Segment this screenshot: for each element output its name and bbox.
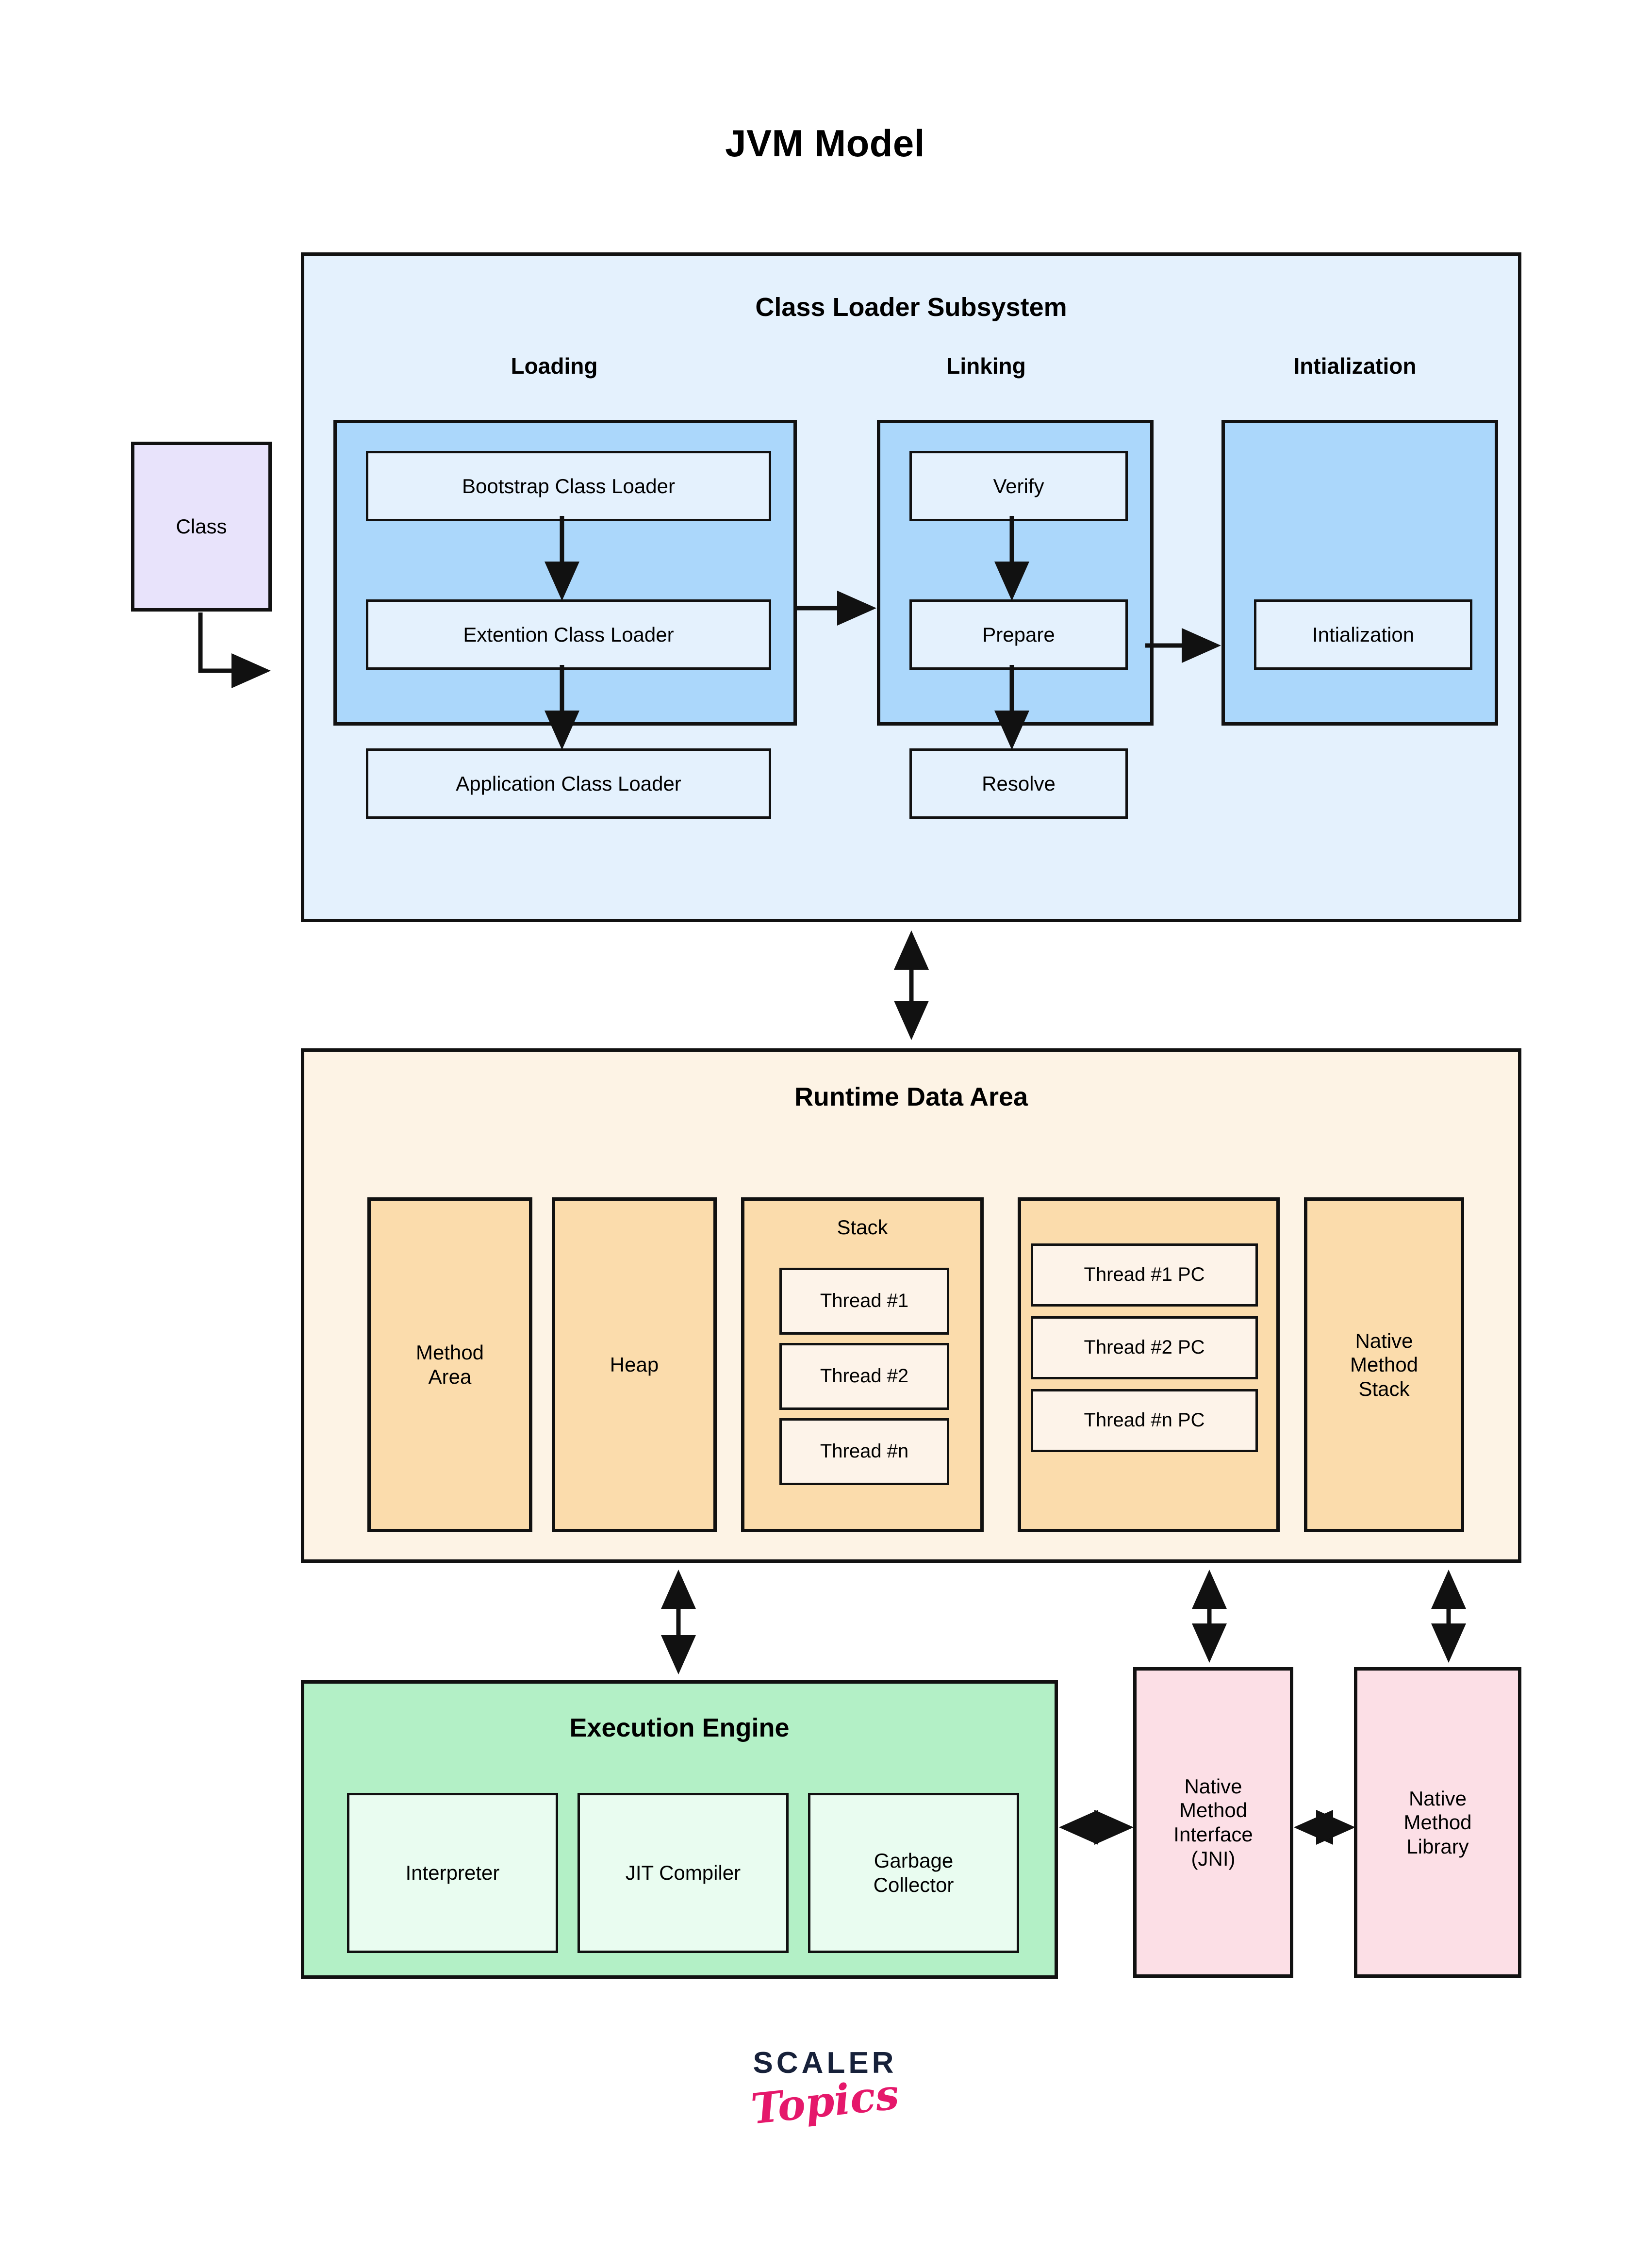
- linking-resolve-label: Resolve: [982, 772, 1056, 795]
- logo-topics-text: Topics: [749, 2069, 901, 2134]
- linking-prepare: Prepare: [909, 599, 1128, 670]
- loader-extention-label: Extention Class Loader: [463, 623, 674, 646]
- arrow-class-to-subsystem: [198, 613, 271, 688]
- execution-engine-garbage-collector-label: Garbage Collector: [873, 1849, 954, 1896]
- loader-application: Application Class Loader: [366, 748, 771, 819]
- linking-verify-label: Verify: [993, 474, 1044, 497]
- execution-engine-jit-compiler: JIT Compiler: [578, 1793, 789, 1953]
- phase-title-linking: Linking: [946, 353, 1026, 379]
- page-title: JVM Model: [725, 122, 925, 165]
- pc-register-thread-2: Thread #2 PC: [1031, 1316, 1258, 1379]
- initialization-box: Intialization: [1254, 599, 1472, 670]
- linking-resolve: Resolve: [909, 748, 1128, 819]
- loader-bootstrap: Bootstrap Class Loader: [366, 451, 771, 521]
- initialization-box-label: Intialization: [1312, 623, 1415, 646]
- runtime-column-native-method-stack: Native Method Stack: [1304, 1197, 1464, 1532]
- pc-register-thread-1-label: Thread #1 PC: [1084, 1264, 1205, 1286]
- runtime-column-heap-label: Heap: [610, 1353, 659, 1376]
- loader-application-label: Application Class Loader: [456, 772, 681, 795]
- stack-thread-2: Thread #2: [779, 1343, 949, 1410]
- pc-register-thread-1: Thread #1 PC: [1031, 1243, 1258, 1307]
- native-method-interface-box: Native Method Interface (JNI): [1133, 1667, 1293, 1978]
- logo-scaler-text: SCALER: [753, 2046, 897, 2080]
- phase-group-loading: Bootstrap Class Loader Extention Class L…: [333, 420, 797, 819]
- phase-group-linking: Verify Prepare Resolve: [877, 420, 1154, 819]
- execution-engine-heading: Execution Engine: [569, 1713, 790, 1742]
- runtime-column-method-area: Method Area: [367, 1197, 532, 1532]
- runtime-data-area-heading: Runtime Data Area: [794, 1082, 1028, 1111]
- phase-title-initialization: Intialization: [1293, 353, 1417, 379]
- runtime-column-heap: Heap: [552, 1197, 717, 1532]
- class-input-label: Class: [176, 515, 227, 538]
- loader-extention: Extention Class Loader: [366, 599, 771, 670]
- runtime-column-method-area-label: Method Area: [415, 1341, 484, 1388]
- phase-group-initialization: Intialization: [1221, 420, 1498, 726]
- native-method-library-label: Native Method Library: [1403, 1787, 1472, 1858]
- loader-bootstrap-label: Bootstrap Class Loader: [462, 474, 675, 497]
- class-loader-subsystem-heading: Class Loader Subsystem: [755, 293, 1067, 322]
- class-loader-subsystem-panel: Class Loader Subsystem Loading Bootstrap…: [301, 252, 1521, 922]
- execution-engine-interpreter-label: Interpreter: [405, 1861, 500, 1885]
- runtime-column-native-method-stack-label: Native Method Stack: [1350, 1329, 1419, 1400]
- linking-verify: Verify: [909, 451, 1128, 521]
- runtime-column-stack-label: Stack: [837, 1216, 888, 1239]
- execution-engine-interpreter: Interpreter: [347, 1793, 558, 1953]
- scaler-topics-logo: SCALER Topics: [0, 2046, 1650, 2134]
- runtime-column-stack: Stack Thread #1 Thread #2 Thread #n: [741, 1197, 984, 1532]
- runtime-data-area-panel: Runtime Data Area Method Area Heap Stack…: [301, 1048, 1521, 1563]
- pc-register-thread-2-label: Thread #2 PC: [1084, 1337, 1205, 1358]
- native-method-interface-label: Native Method Interface (JNI): [1173, 1774, 1253, 1870]
- execution-engine-garbage-collector: Garbage Collector: [808, 1793, 1019, 1953]
- execution-engine-panel: Execution Engine Interpreter JIT Compile…: [301, 1680, 1058, 1979]
- stack-thread-1: Thread #1: [779, 1268, 949, 1335]
- native-method-library-box: Native Method Library: [1354, 1667, 1521, 1978]
- pc-register-thread-n-label: Thread #n PC: [1084, 1409, 1205, 1431]
- stack-thread-n-label: Thread #n: [820, 1440, 909, 1462]
- stack-thread-2-label: Thread #2: [820, 1365, 909, 1387]
- phase-title-loading: Loading: [511, 353, 598, 379]
- stack-thread-n: Thread #n: [779, 1418, 949, 1485]
- pc-register-thread-n: Thread #n PC: [1031, 1389, 1258, 1452]
- stack-thread-1-label: Thread #1: [820, 1290, 909, 1312]
- execution-engine-jit-compiler-label: JIT Compiler: [625, 1861, 741, 1885]
- class-input-node: Class: [131, 442, 272, 612]
- runtime-column-pc-registers: Thread #1 PC Thread #2 PC Thread #n PC: [1018, 1197, 1280, 1532]
- linking-prepare-label: Prepare: [982, 623, 1055, 646]
